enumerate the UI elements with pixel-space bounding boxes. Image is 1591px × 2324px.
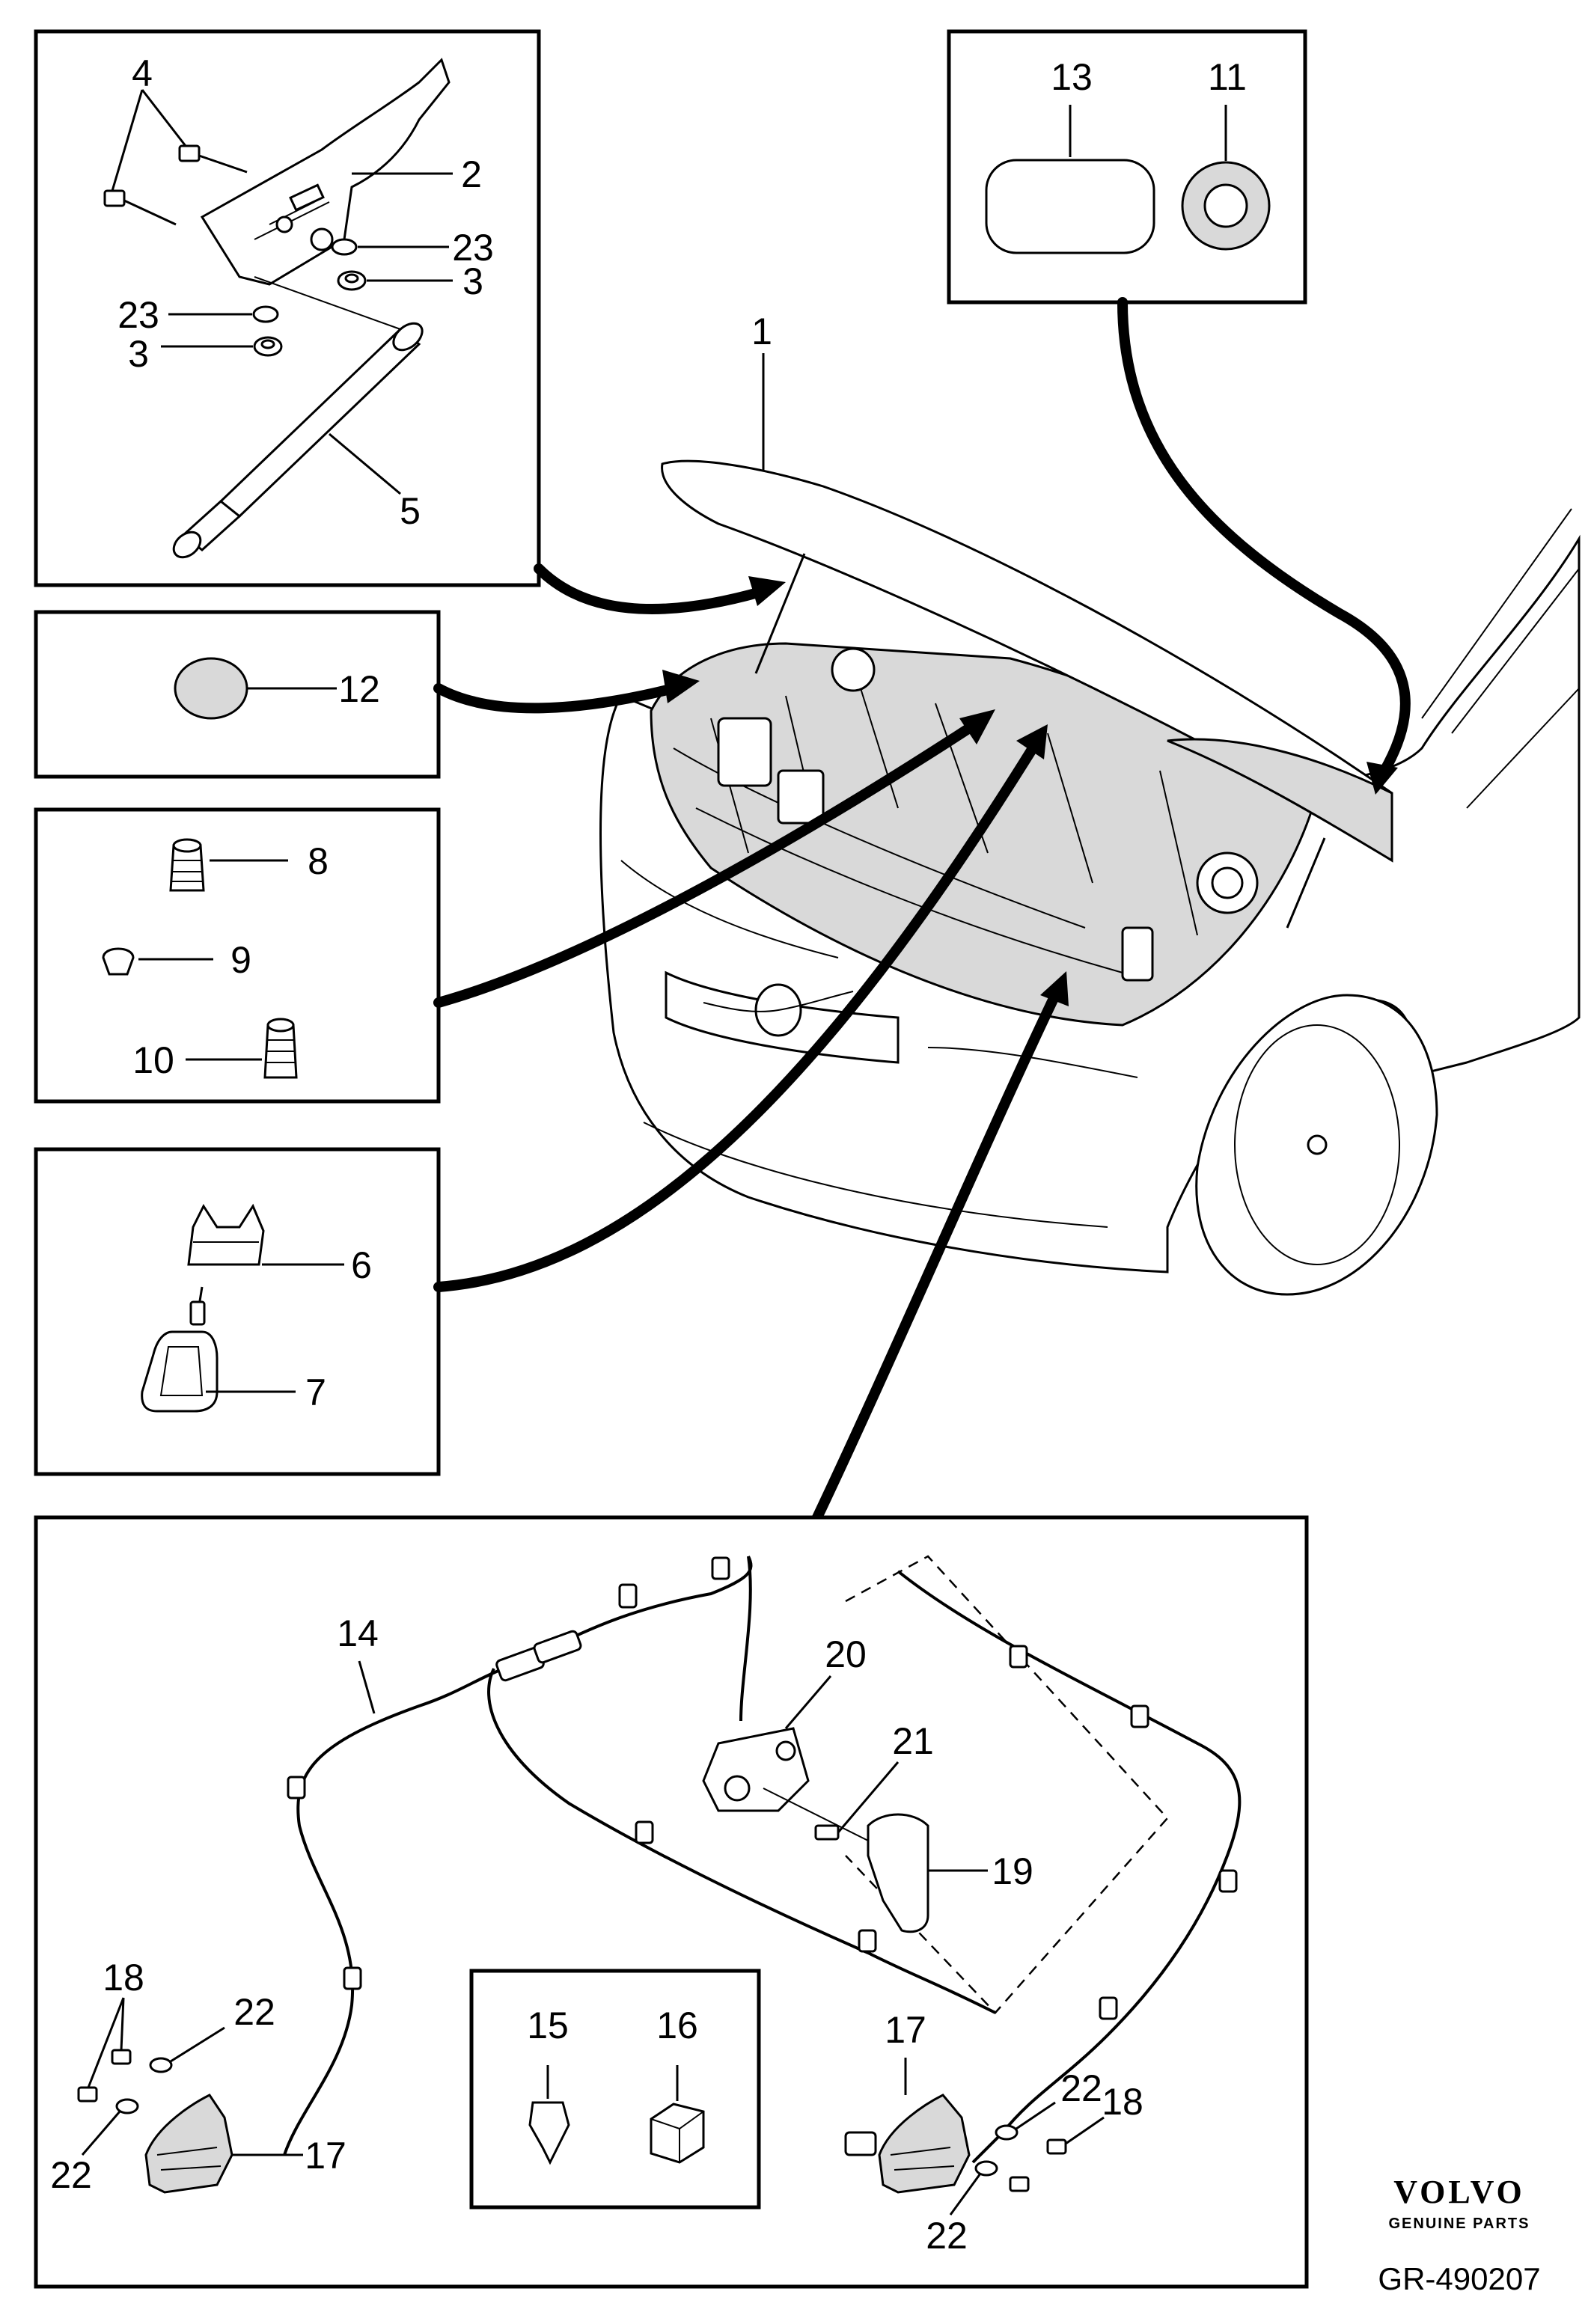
callout-3-lower: 3 [128, 333, 149, 375]
inset-handle: 6 7 [34, 1147, 441, 1476]
callout-22-upper-left: 22 [233, 1991, 275, 2033]
callout-19: 19 [992, 1850, 1033, 1892]
pad-part-13 [985, 159, 1155, 254]
callout-4: 4 [132, 52, 153, 94]
cap-part-12 [174, 657, 248, 720]
inset-cap-12: 12 [34, 610, 441, 779]
callout-22-lower-right: 22 [926, 2215, 968, 2257]
inset-pads: 13 11 [947, 29, 1307, 305]
hinge-part [200, 58, 451, 286]
callout-12: 12 [338, 668, 380, 710]
clip-part-15 [528, 2101, 570, 2165]
callout-8: 8 [308, 840, 329, 882]
callout-3-upper: 3 [462, 260, 483, 302]
callout-17-left: 17 [305, 2135, 346, 2177]
inset-release-cable: 14 20 21 19 17 [34, 1515, 1309, 2289]
callout-16: 16 [656, 2005, 698, 2046]
lock-part-17-left [144, 2094, 233, 2194]
callout-20: 20 [825, 1633, 867, 1675]
callout-5: 5 [400, 490, 421, 532]
callout-1: 1 [751, 311, 772, 352]
brand-block: VOLVO GENUINE PARTS GR-490207 [1378, 2174, 1540, 2296]
clip-part-16 [650, 2103, 705, 2164]
car-illustration [599, 459, 1581, 1296]
callout-11: 11 [1208, 56, 1247, 98]
diagram-code: GR-490207 [1378, 2261, 1540, 2296]
brand-tagline: GENUINE PARTS [1389, 2216, 1530, 2232]
bracket-part-6 [187, 1203, 265, 1266]
callout-15: 15 [527, 2005, 569, 2046]
lock-part-17-right [878, 2094, 971, 2194]
callout-2: 2 [461, 153, 482, 195]
callout-6: 6 [351, 1244, 372, 1286]
callout-14: 14 [337, 1612, 379, 1654]
callout-13: 13 [1051, 56, 1093, 98]
callout-21: 21 [892, 1720, 934, 1762]
callout-22-lower-left: 22 [50, 2154, 92, 2196]
release-handle-part-19 [867, 1813, 929, 1933]
release-cable-part-14 [283, 1556, 753, 2156]
callout-9: 9 [230, 939, 251, 981]
inset-hinge-gas-strut: 2 4 23 3 23 3 5 [34, 29, 541, 587]
brand-logo-text: VOLVO [1393, 2174, 1525, 2210]
callout-17-right: 17 [885, 2009, 926, 2051]
inset-buffers: 8 9 10 [34, 807, 441, 1104]
callout-22-upper-right: 22 [1060, 2067, 1102, 2109]
buffer-part-9 [102, 947, 135, 976]
callout-18-right: 18 [1102, 2081, 1143, 2123]
callout-10: 10 [132, 1039, 174, 1081]
callout-23-lower: 23 [117, 294, 159, 336]
callout-7: 7 [305, 1372, 326, 1413]
callout-23-upper: 23 [452, 227, 494, 269]
callout-18-left: 18 [103, 1957, 144, 1999]
